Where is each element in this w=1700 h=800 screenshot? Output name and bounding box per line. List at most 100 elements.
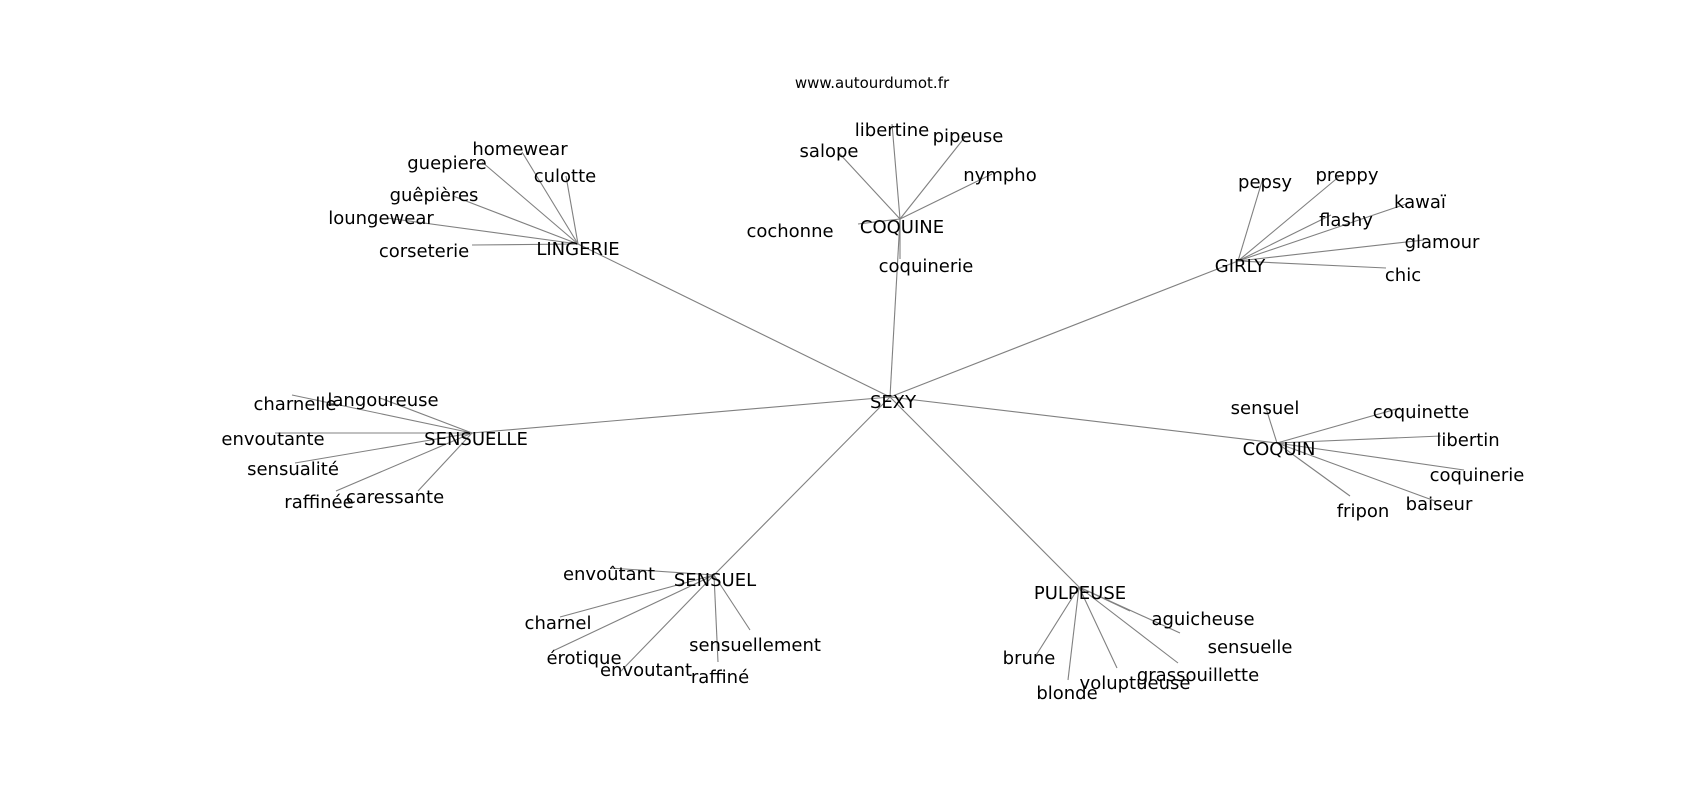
hub-node-label: LINGERIE bbox=[536, 239, 619, 260]
leaf-node-label: brune bbox=[1003, 648, 1056, 669]
leaf-node-label: sensuelle bbox=[1208, 637, 1293, 658]
leaf-node-label: érotique bbox=[546, 648, 621, 669]
leaf-node-label: libertin bbox=[1436, 430, 1499, 451]
leaf-node-label: culotte bbox=[534, 166, 597, 187]
edge-hub-to-leaf bbox=[891, 123, 901, 220]
leaf-node-label: coquinette bbox=[1373, 402, 1469, 423]
edge-hub-to-leaf bbox=[1237, 260, 1387, 269]
leaf-node-label: sensualité bbox=[247, 459, 339, 480]
leaf-node-label: baiseur bbox=[1406, 494, 1473, 515]
leaf-node-label: raffiné bbox=[691, 667, 749, 688]
hub-node-label: SENSUELLE bbox=[424, 429, 528, 450]
leaf-node-label: sensuel bbox=[1231, 398, 1300, 419]
edge-hub-to-leaf bbox=[417, 432, 473, 492]
leaf-node-label: salope bbox=[800, 141, 859, 162]
leaf-node-label: langoureuse bbox=[327, 390, 438, 411]
edge-hub-to-leaf bbox=[899, 136, 966, 220]
edge-hub-to-leaf bbox=[1078, 586, 1179, 664]
leaf-node-label: glamour bbox=[1405, 232, 1480, 253]
leaf-node-label: flashy bbox=[1319, 210, 1373, 231]
leaf-node-label: voluptueuse bbox=[1080, 673, 1191, 694]
leaf-node-label: preppy bbox=[1315, 165, 1378, 186]
leaf-node-label: caressante bbox=[346, 487, 444, 508]
leaf-node-label: aguicheuse bbox=[1151, 609, 1254, 630]
leaf-node-label: cochonne bbox=[746, 221, 833, 242]
edge-hub-to-leaf bbox=[1276, 442, 1351, 497]
hub-node-label: COQUINE bbox=[860, 217, 944, 238]
edge-hub-to-leaf bbox=[294, 432, 473, 464]
edge-hub-to-leaf bbox=[559, 574, 715, 618]
leaf-node-label: sensuellement bbox=[689, 635, 821, 656]
leaf-node-label: raffinée bbox=[284, 492, 353, 513]
leaf-node-label: guêpières bbox=[390, 185, 479, 206]
edge-center-to-hub bbox=[889, 396, 1278, 444]
edge-center-to-hub bbox=[577, 243, 891, 398]
edge-hub-to-leaf bbox=[713, 574, 719, 663]
edge-hub-to-leaf bbox=[1078, 586, 1181, 634]
edge-center-to-hub bbox=[889, 396, 1080, 588]
site-url: www.autourdumot.fr bbox=[795, 74, 950, 92]
edge-hub-to-leaf bbox=[1034, 586, 1080, 658]
leaf-node-label: charnel bbox=[525, 613, 592, 634]
edge-hub-to-leaf bbox=[857, 218, 901, 225]
edge-hub-to-leaf bbox=[899, 173, 993, 220]
leaf-node-label: envoûtant bbox=[563, 564, 655, 585]
edge-hub-to-leaf bbox=[481, 161, 579, 245]
edge-hub-to-leaf bbox=[1237, 177, 1264, 262]
edge-hub-to-leaf bbox=[619, 574, 715, 673]
edge-hub-to-leaf bbox=[386, 217, 579, 245]
edge-hub-to-leaf bbox=[521, 151, 579, 245]
center-node-label: SEXY bbox=[870, 392, 917, 413]
leaf-node-label: blonde bbox=[1036, 683, 1097, 704]
leaf-node-label: pepsy bbox=[1238, 172, 1292, 193]
edge-hub-to-leaf bbox=[335, 432, 473, 492]
edge-hub-to-leaf bbox=[1276, 442, 1436, 502]
edge-hub-to-leaf bbox=[379, 397, 473, 434]
edge-hub-to-leaf bbox=[452, 195, 579, 245]
leaf-node-label: nympho bbox=[963, 165, 1036, 186]
edge-hub-to-leaf bbox=[471, 243, 579, 246]
edge-hub-to-leaf bbox=[837, 151, 901, 220]
edge-hub-to-leaf bbox=[1067, 586, 1080, 681]
edge-hub-to-leaf bbox=[1078, 586, 1118, 669]
edge-hub-to-leaf bbox=[1237, 174, 1342, 262]
edge-center-to-hub bbox=[471, 396, 891, 434]
edge-center-to-hub bbox=[889, 218, 901, 398]
hub-node-label: SENSUEL bbox=[674, 570, 756, 591]
edge-hub-to-leaf bbox=[1276, 435, 1442, 444]
edge-hub-to-leaf bbox=[713, 574, 751, 631]
leaf-node-label: homewear bbox=[472, 139, 568, 160]
leaf-node-label: pipeuse bbox=[933, 126, 1004, 147]
leaf-node-label: fripon bbox=[1337, 501, 1390, 522]
leaf-node-label: coquinerie bbox=[1430, 465, 1525, 486]
hub-node-label: PULPEUSE bbox=[1034, 583, 1126, 604]
edge-center-to-hub bbox=[713, 396, 891, 576]
leaf-node-label: guepiere bbox=[407, 153, 487, 174]
edge-hub-to-leaf bbox=[1264, 404, 1278, 444]
hub-node-label: GIRLY bbox=[1215, 256, 1266, 277]
edge-hub-to-leaf bbox=[565, 175, 579, 245]
edge-hub-to-leaf bbox=[291, 394, 473, 434]
edge-hub-to-leaf bbox=[1276, 442, 1465, 471]
leaf-node-label: envoutante bbox=[221, 429, 324, 450]
leaf-node-label: coquinerie bbox=[879, 256, 974, 277]
leaf-node-label: envoutant bbox=[600, 660, 692, 681]
edge-hub-to-leaf bbox=[609, 567, 715, 576]
leaf-node-label: kawaï bbox=[1394, 192, 1447, 213]
edge-hub-to-leaf bbox=[1237, 214, 1332, 262]
edges bbox=[275, 123, 1465, 681]
leaf-node-label: grassouillette bbox=[1137, 665, 1259, 686]
leaf-node-label: charnelle bbox=[254, 394, 337, 415]
edge-hub-to-leaf bbox=[1237, 239, 1425, 262]
leaf-node-label: corseterie bbox=[379, 241, 469, 262]
edge-hub-to-leaf bbox=[1237, 202, 1410, 262]
edge-hub-to-leaf bbox=[1276, 407, 1401, 444]
edge-hub-to-leaf bbox=[554, 574, 715, 651]
leaf-node-label: libertine bbox=[855, 120, 929, 141]
edge-center-to-hub bbox=[889, 260, 1239, 398]
leaf-node-label: loungewear bbox=[328, 208, 434, 229]
leaf-node-label: chic bbox=[1385, 265, 1421, 286]
hub-node-label: COQUIN bbox=[1243, 439, 1316, 460]
